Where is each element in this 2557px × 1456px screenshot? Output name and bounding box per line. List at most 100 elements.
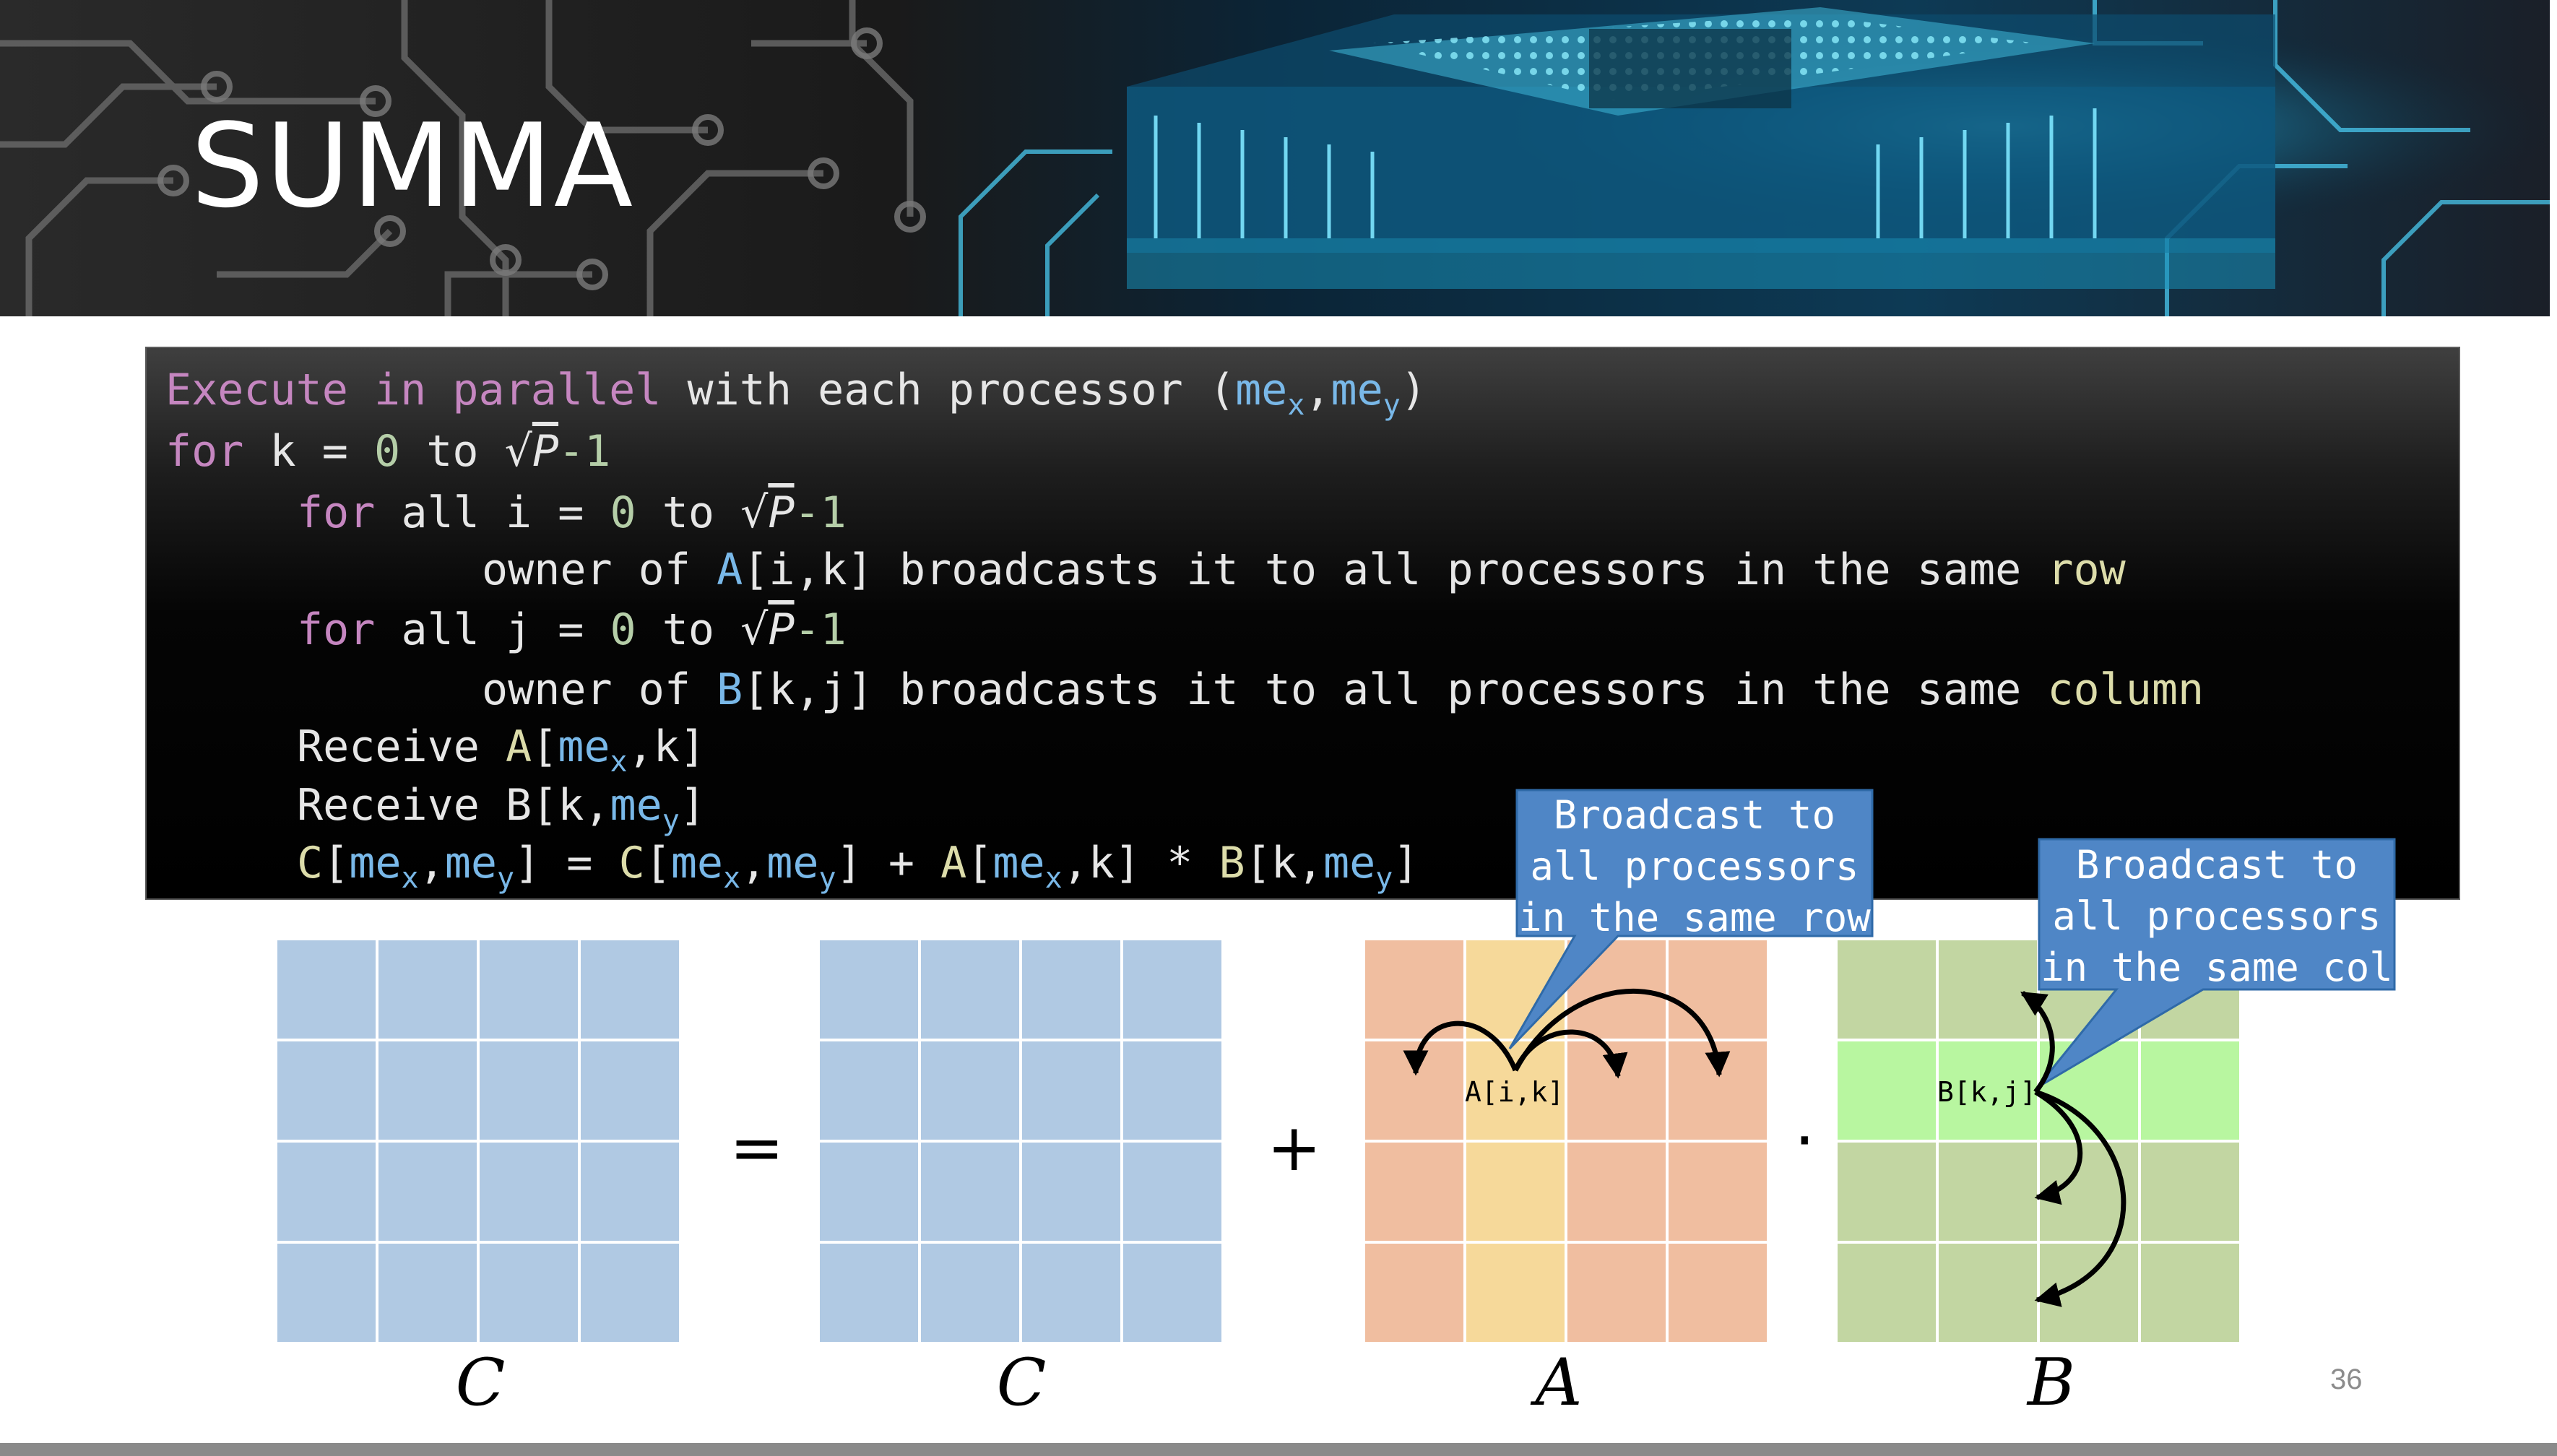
identifier: A	[505, 722, 532, 772]
matrix-cell	[2138, 1241, 2242, 1345]
matrix-cell	[817, 1140, 921, 1244]
matrix-a	[1362, 937, 1770, 1345]
arrow-up	[2020, 991, 2055, 1094]
code-text: ] +	[836, 838, 941, 888]
highlight-word: row	[2047, 545, 2126, 595]
matrix-cell	[1835, 1140, 1939, 1244]
code-text: )	[1400, 365, 1427, 415]
identifier: B	[717, 664, 743, 715]
matrix-cell	[817, 1039, 921, 1143]
matrix-cell	[1019, 937, 1123, 1041]
code-text: to	[400, 426, 505, 477]
matrix-cell	[1835, 1039, 1939, 1143]
matrix-cell	[376, 937, 480, 1041]
code-text: ,k]	[627, 722, 706, 772]
page-number: 36	[2330, 1364, 2363, 1395]
matrix-cell	[1936, 937, 2040, 1041]
matrix-cell	[1463, 1241, 1567, 1345]
matrix-cell	[578, 1140, 682, 1244]
matrix-cell	[376, 1039, 480, 1143]
matrix-label-c-result: C	[455, 1345, 506, 1421]
identifier: me	[670, 838, 724, 888]
number: -1	[794, 604, 847, 655]
matrix-cell	[1565, 1241, 1669, 1345]
code-text: ]	[679, 780, 706, 831]
number: 0	[610, 488, 636, 538]
pseudocode-block: Execute in parallel with each processor …	[145, 347, 2460, 900]
matrix-cell	[1019, 1140, 1123, 1244]
number: -1	[794, 488, 847, 538]
matrix-cell	[477, 1140, 581, 1244]
matrix-cell	[918, 937, 1022, 1041]
subscript: y	[1375, 862, 1393, 895]
matrix-cell	[1565, 1140, 1669, 1244]
sqrt-operand: P	[768, 488, 795, 538]
code-text: owner of	[482, 664, 717, 715]
matrix-label-c-previous: C	[996, 1345, 1047, 1421]
matrix-cell	[1019, 1241, 1123, 1345]
code-text: owner of	[482, 545, 717, 595]
identifier: me	[1331, 365, 1383, 415]
subscript: x	[1287, 389, 1305, 422]
sqrt-symbol: √P	[740, 604, 795, 655]
matrix-cell	[1019, 1039, 1123, 1143]
matrix-cell	[918, 1140, 1022, 1244]
matrix-cell	[1120, 1241, 1224, 1345]
keyword: for	[297, 488, 376, 538]
matrix-cell	[578, 1039, 682, 1143]
code-text: [k,	[1245, 838, 1323, 888]
code-text: [	[966, 838, 993, 888]
sqrt-symbol: √P	[504, 426, 559, 477]
matrix-cell	[578, 1241, 682, 1345]
arrow-right-far	[1513, 988, 1731, 1078]
matrix-cell	[1120, 937, 1224, 1041]
matrix-cell	[1666, 1241, 1770, 1345]
matrix-cell	[1362, 1241, 1466, 1345]
matrix-cell	[274, 1241, 378, 1345]
code-line-7: Receive A[mex,k]	[297, 725, 706, 776]
matrix-cell	[2138, 1039, 2242, 1143]
dot-operator: ·	[1794, 1103, 1815, 1179]
matrix-cell	[477, 937, 581, 1041]
keyword: Execute in parallel	[165, 365, 662, 415]
plus-sign: +	[1267, 1110, 1322, 1186]
code-line-6: owner of B[k,j] broadcasts it to all pro…	[482, 668, 2204, 711]
matrix-cell	[1936, 1241, 2040, 1345]
code-text: ,	[1305, 365, 1331, 415]
code-text: ] =	[514, 838, 619, 888]
code-text: ,k] *	[1062, 838, 1219, 888]
matrix-cell	[274, 1039, 378, 1143]
identifier: me	[1323, 838, 1376, 888]
matrix-cell	[2138, 1140, 2242, 1244]
code-text: k =	[243, 426, 374, 477]
matrix-cell	[1936, 1140, 2040, 1244]
a-cell-label: A[i,k]	[1465, 1076, 1565, 1108]
arrow-down-near	[2034, 1089, 2083, 1205]
code-text: ]	[1393, 838, 1419, 888]
code-text: Receive	[297, 722, 506, 772]
subscript: y	[818, 862, 836, 895]
identifier: C	[297, 838, 324, 888]
matrix-cell	[1362, 1039, 1466, 1143]
identifier: B	[1219, 838, 1245, 888]
b-cell-label: B[k,j]	[1937, 1076, 2037, 1108]
code-text: all i =	[375, 488, 610, 538]
arrow-down-far	[2034, 1089, 2126, 1307]
code-text: to	[636, 604, 741, 655]
code-text: [k,j] broadcasts it to all processors in…	[743, 664, 2048, 715]
matrix-cell	[918, 1039, 1022, 1143]
subscript: x	[1044, 862, 1063, 895]
code-line-1: Execute in parallel with each processor …	[165, 365, 1427, 420]
subscript: x	[401, 862, 419, 895]
subscript: y	[1383, 389, 1401, 422]
callout-col-shape	[2035, 838, 2396, 1089]
keyword: for	[297, 604, 376, 655]
bottom-bar	[0, 1443, 2557, 1456]
sqrt-symbol: √P	[740, 488, 795, 538]
sqrt-operand: P	[532, 426, 559, 477]
code-line-3: for all i = 0 to √P-1	[297, 491, 847, 534]
matrix-cell	[918, 1241, 1022, 1345]
code-text: [	[644, 838, 671, 888]
equals-sign: =	[730, 1110, 784, 1186]
